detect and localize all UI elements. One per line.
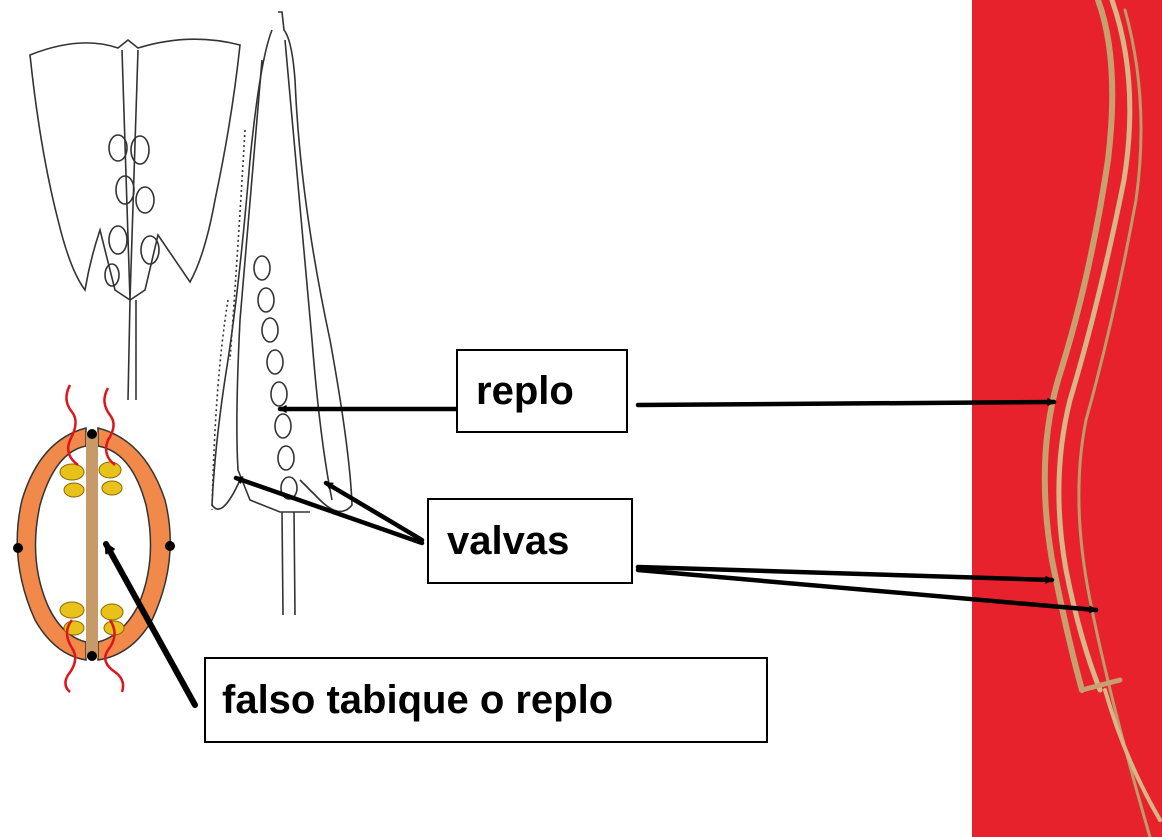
label-valvas-text: valvas	[447, 519, 569, 564]
label-replo: replo	[456, 349, 628, 433]
false-septum	[86, 432, 98, 658]
label-valvas: valvas	[427, 498, 633, 584]
replum-dot-bottom	[87, 651, 97, 661]
valve-dot-right	[165, 541, 175, 551]
valve-dot-left	[13, 543, 23, 553]
silicle-drawing	[30, 39, 240, 400]
arrow-replo-photo	[638, 402, 1054, 405]
label-replo-text: replo	[476, 369, 574, 414]
silique-photo	[972, 0, 1162, 837]
replum-dot-top	[87, 429, 97, 439]
label-falso-tabique: falso tabique o replo	[204, 657, 768, 743]
label-falso-tabique-text: falso tabique o replo	[222, 678, 613, 723]
cross-section-diagram	[13, 385, 175, 692]
